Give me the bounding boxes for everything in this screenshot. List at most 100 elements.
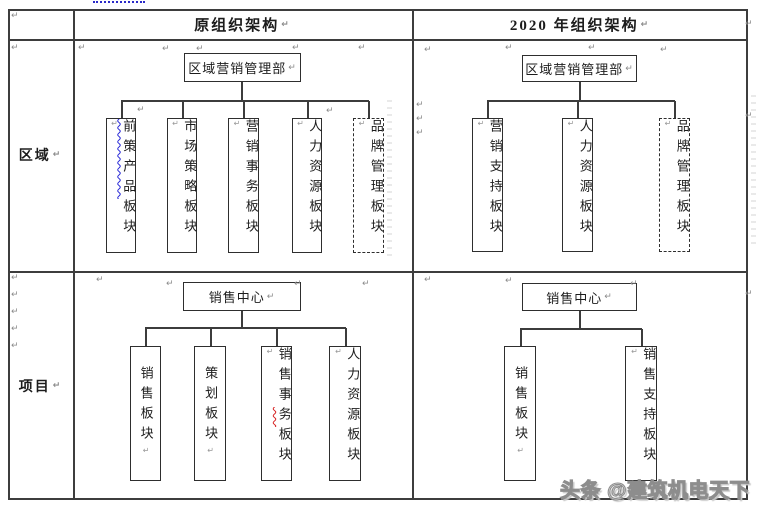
paragraph-mark: ↵ (663, 119, 673, 135)
org-box-label: 品牌管理板块↵ (663, 119, 690, 239)
org-box-sales-project-new: 销售板块↵ (504, 346, 536, 481)
connector-line (579, 311, 581, 328)
paragraph-mark: ↵ (294, 279, 302, 289)
table-header-divider (8, 39, 748, 41)
paragraph-mark: ↵ (96, 275, 104, 285)
paragraph-mark: ↵ (640, 19, 651, 30)
org-box-label: 人力资源板块↵ (334, 347, 361, 467)
org-box-qiance-product: 前策产品板块↵ (106, 118, 136, 253)
paragraph-mark: ↵ (292, 43, 300, 53)
paragraph-mark: ↵ (476, 119, 486, 135)
paragraph-mark: ↵ (357, 119, 367, 135)
paragraph-mark: ↵ (630, 279, 638, 289)
row-label-region: 区域↵ (10, 41, 71, 269)
org-box-label: 市场策略板块↵ (171, 119, 198, 239)
paragraph-mark: ↵ (266, 291, 276, 302)
org-root-label: 销售中心 (546, 290, 603, 306)
paragraph-mark: ↵ (660, 45, 668, 55)
row-label-project: 项目 ↵ (10, 273, 71, 498)
header-2020-structure-label: 2020 年组织架构 (509, 18, 639, 34)
dotted-underline-artifact (93, 1, 145, 3)
paragraph-mark: ↵ (11, 307, 19, 317)
margin-noise (387, 100, 392, 260)
org-box-label: 销售板块↵ (138, 365, 154, 462)
org-root-box-region-old: 区域营销管理部↵ (184, 53, 301, 82)
connector-line (241, 82, 243, 100)
org-box-hr-project-old: 人力资源板块↵ (329, 346, 361, 481)
paragraph-mark: ↵ (137, 105, 145, 115)
header-original-structure: 原组织架构↵ (75, 11, 410, 38)
connector-line (345, 328, 347, 346)
paragraph-mark: ↵ (416, 128, 424, 138)
connector-line (121, 100, 369, 102)
org-root-box-region-new: 区域营销管理部↵ (522, 55, 637, 82)
org-box-label: 营销支持板块↵ (476, 119, 503, 239)
table-vertical-divider-1 (73, 9, 75, 500)
org-box-hr-region-old: 人力资源板块↵ (292, 118, 322, 253)
paragraph-mark: ↵ (281, 19, 291, 30)
connector-line (182, 101, 184, 118)
org-box-label: 前策产品板块↵ (110, 119, 137, 239)
paragraph-mark: ↵ (516, 445, 526, 462)
connector-line (307, 101, 309, 118)
connector-line (487, 101, 489, 118)
org-box-sales-support: 销售支持板块↵ (625, 346, 657, 481)
table-row-divider (8, 271, 748, 273)
paragraph-mark: ↵ (326, 106, 334, 116)
org-box-label: 品牌管理板块↵ (357, 119, 384, 239)
header-2020-structure: 2020 年组织架构↵ (414, 11, 746, 38)
org-box-sales-project-old: 销售板块↵ (130, 346, 161, 481)
org-box-label: 策划板块↵ (203, 365, 219, 462)
paragraph-mark: ↵ (206, 445, 216, 462)
org-box-label: 销售事务板块↵ (265, 347, 292, 467)
paragraph-mark: ↵ (232, 119, 242, 135)
paragraph-mark: ↵ (166, 279, 174, 289)
row-label-project-text: 项目 (18, 379, 51, 395)
connector-line (487, 100, 675, 102)
paragraph-mark: ↵ (745, 19, 753, 29)
org-box-brand-region-new: 品牌管理板块↵ (659, 118, 690, 252)
connector-line (520, 328, 642, 330)
paragraph-mark: ↵ (11, 11, 19, 21)
connector-line (210, 328, 212, 346)
paragraph-mark: ↵ (11, 341, 19, 351)
org-root-label: 区域营销管理部 (188, 61, 287, 76)
connector-line (276, 328, 278, 346)
org-box-planning: 策划板块↵ (194, 346, 226, 481)
org-root-label: 区域营销管理部 (525, 62, 624, 77)
org-box-marketing-support: 营销支持板块↵ (472, 118, 503, 252)
paragraph-mark: ↵ (171, 119, 180, 135)
connector-line (368, 101, 370, 118)
org-box-label: 销售支持板块↵ (630, 347, 657, 467)
paragraph-mark: ↵ (505, 276, 513, 286)
connector-line (243, 101, 245, 118)
table-vertical-divider-2 (412, 9, 414, 500)
connector-line (145, 327, 346, 329)
paragraph-mark: ↵ (362, 279, 370, 289)
paragraph-mark: ↵ (334, 347, 343, 363)
org-box-market-strategy: 市场策略板块↵ (167, 118, 197, 253)
paragraph-mark: ↵ (288, 62, 297, 73)
paragraph-mark: ↵ (424, 275, 432, 285)
paragraph-mark: ↵ (141, 445, 151, 462)
org-box-label: 销售板块↵ (513, 365, 529, 462)
paragraph-mark: ↵ (52, 150, 63, 160)
paragraph-mark: ↵ (162, 44, 170, 54)
paragraph-mark: ↵ (358, 43, 366, 53)
connector-line (241, 311, 243, 327)
paragraph-mark: ↵ (604, 292, 613, 302)
paragraph-mark: ↵ (110, 119, 119, 135)
paragraph-mark: ↵ (265, 347, 275, 363)
paragraph-mark: ↵ (11, 273, 19, 283)
paragraph-mark: ↵ (505, 43, 513, 53)
connector-line (520, 329, 522, 346)
connector-line (674, 101, 676, 118)
paragraph-mark: ↵ (566, 119, 576, 135)
paragraph-mark: ↵ (588, 43, 596, 53)
org-box-marketing-affairs: 营销事务板块↵ (228, 118, 259, 253)
row-label-region-text: 区域 (18, 149, 51, 164)
paragraph-mark: ↵ (78, 43, 86, 53)
paragraph-mark: ↵ (424, 45, 432, 55)
org-box-hr-region-new: 人力资源板块↵ (562, 118, 593, 252)
